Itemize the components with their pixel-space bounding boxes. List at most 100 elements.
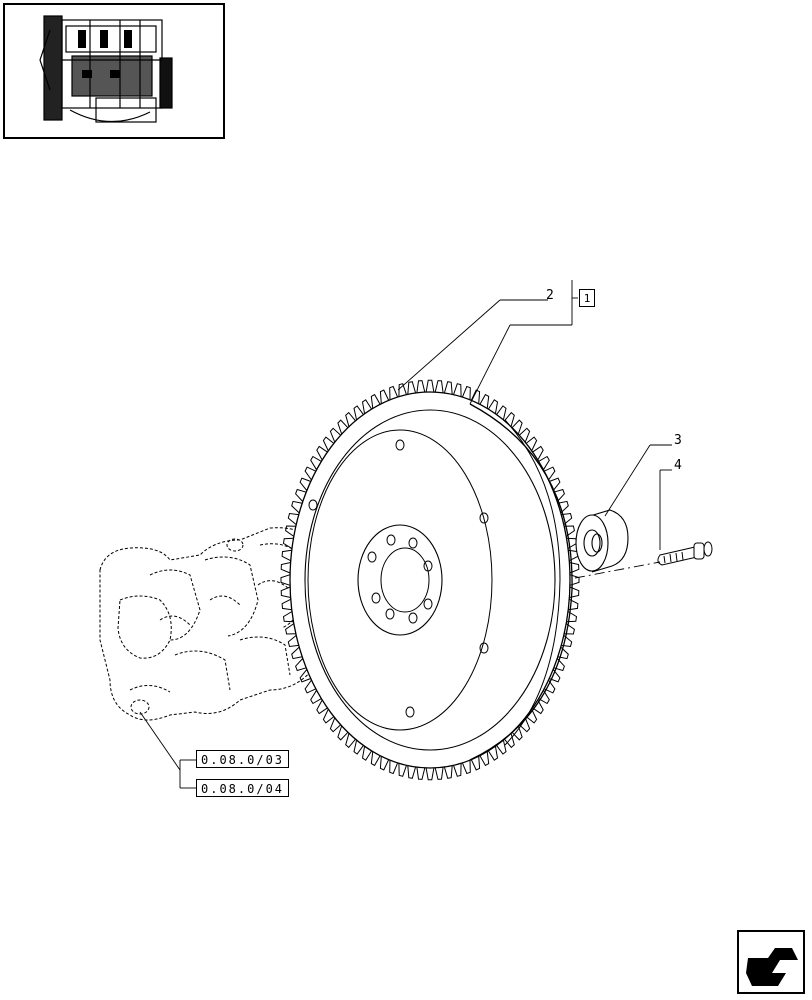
gear-tooth bbox=[470, 389, 481, 404]
gear-tooth bbox=[553, 658, 565, 672]
gear-tooth bbox=[569, 574, 580, 586]
gear-tooth bbox=[316, 445, 328, 461]
gear-tooth bbox=[281, 549, 292, 562]
gear-tooth bbox=[345, 733, 356, 749]
gear-tooth bbox=[443, 381, 453, 395]
gear-tooth bbox=[299, 477, 311, 491]
gear-tooth bbox=[316, 699, 328, 715]
gear-tooth bbox=[525, 436, 538, 452]
gear-tooth bbox=[425, 767, 435, 781]
gear-tooth bbox=[389, 385, 399, 400]
gear-tooth bbox=[461, 760, 471, 775]
return-arrow-icon[interactable] bbox=[737, 930, 805, 994]
gear-tooth bbox=[345, 411, 356, 427]
gear-tooth bbox=[525, 708, 538, 724]
engine-thumbnail-icon[interactable] bbox=[3, 3, 225, 139]
gear-tooth bbox=[304, 466, 317, 481]
gear-tooth bbox=[538, 455, 550, 471]
gear-tooth bbox=[295, 658, 307, 672]
gear-tooth bbox=[561, 635, 573, 648]
gear-tooth bbox=[361, 746, 373, 761]
gear-tooth bbox=[504, 411, 515, 427]
gear-tooth bbox=[461, 385, 471, 400]
gear-tooth bbox=[285, 525, 296, 537]
gear-tooth bbox=[291, 500, 303, 514]
gear-tooth bbox=[287, 512, 299, 525]
gear-tooth bbox=[299, 669, 311, 683]
gear-tooth bbox=[561, 512, 573, 525]
gear-tooth bbox=[407, 765, 417, 779]
gear-tooth bbox=[281, 598, 292, 611]
gear-tooth bbox=[329, 717, 342, 733]
gear-tooth bbox=[479, 751, 490, 767]
gear-tooth bbox=[487, 746, 499, 761]
gear-tooth bbox=[280, 574, 291, 586]
gear-tooth bbox=[304, 679, 317, 694]
gear-tooth bbox=[443, 765, 453, 779]
gear-tooth bbox=[564, 525, 575, 537]
gear-tooth bbox=[337, 725, 349, 741]
gear-tooth bbox=[566, 611, 578, 623]
gear-tooth bbox=[337, 419, 349, 435]
callout-item-2: 2 bbox=[546, 288, 554, 303]
gear-tooth bbox=[569, 586, 580, 598]
gear-tooth bbox=[282, 611, 294, 623]
gear-tooth bbox=[379, 389, 390, 404]
gear-tooth bbox=[370, 393, 381, 409]
gear-tooth bbox=[453, 383, 462, 397]
gear-tooth bbox=[285, 623, 296, 635]
gear-tooth bbox=[280, 562, 291, 574]
gear-tooth bbox=[407, 381, 417, 395]
gear-tooth bbox=[479, 393, 490, 409]
gear-tooth bbox=[434, 767, 444, 780]
flywheel-ring-gear bbox=[280, 379, 580, 781]
gear-tooth bbox=[295, 488, 307, 502]
gear-tooth bbox=[470, 756, 481, 771]
gear-tooth bbox=[511, 419, 523, 435]
gear-tooth bbox=[310, 455, 322, 471]
gear-tooth bbox=[568, 598, 579, 611]
gear-tooth bbox=[425, 379, 435, 393]
flywheel-screw bbox=[657, 541, 713, 566]
gear-tooth bbox=[496, 405, 507, 421]
gear-tooth bbox=[282, 537, 294, 549]
reference-link[interactable]: 0.08.0/03 bbox=[196, 750, 290, 768]
gear-tooth bbox=[553, 488, 565, 502]
gear-tooth bbox=[557, 500, 569, 514]
gear-tooth bbox=[487, 399, 499, 414]
gear-tooth bbox=[353, 405, 364, 421]
gear-tooth bbox=[453, 763, 462, 777]
gear-tooth bbox=[549, 477, 561, 491]
gear-tooth bbox=[398, 383, 407, 397]
gear-tooth bbox=[361, 399, 373, 414]
gear-tooth bbox=[532, 445, 544, 461]
gear-tooth bbox=[557, 646, 569, 660]
gear-tooth bbox=[280, 586, 291, 598]
gear-tooth bbox=[549, 669, 561, 683]
gear-tooth bbox=[329, 427, 342, 443]
gear-tooth bbox=[434, 380, 444, 393]
gear-tooth bbox=[416, 380, 426, 393]
gear-tooth bbox=[287, 635, 299, 648]
gear-tooth bbox=[322, 436, 335, 452]
gear-tooth bbox=[310, 689, 322, 705]
gear-tooth bbox=[379, 756, 390, 771]
callout-item-3: 3 bbox=[674, 433, 682, 448]
callout-ref-box[interactable]: 1 bbox=[579, 289, 595, 307]
gear-tooth bbox=[543, 679, 556, 694]
bearing-bush bbox=[575, 509, 629, 573]
reference-link[interactable]: 0.08.0/04 bbox=[196, 779, 290, 797]
gear-tooth bbox=[389, 760, 399, 775]
gear-tooth bbox=[569, 562, 580, 574]
gear-tooth bbox=[291, 646, 303, 660]
gear-tooth bbox=[504, 733, 515, 749]
gear-tooth bbox=[538, 689, 550, 705]
gear-tooth bbox=[543, 466, 556, 481]
gear-tooth bbox=[511, 725, 523, 741]
gear-tooth bbox=[518, 717, 531, 733]
gear-tooth bbox=[322, 708, 335, 724]
gear-tooth bbox=[398, 763, 407, 777]
gear-tooth bbox=[518, 427, 531, 443]
gear-tooth bbox=[353, 739, 364, 755]
